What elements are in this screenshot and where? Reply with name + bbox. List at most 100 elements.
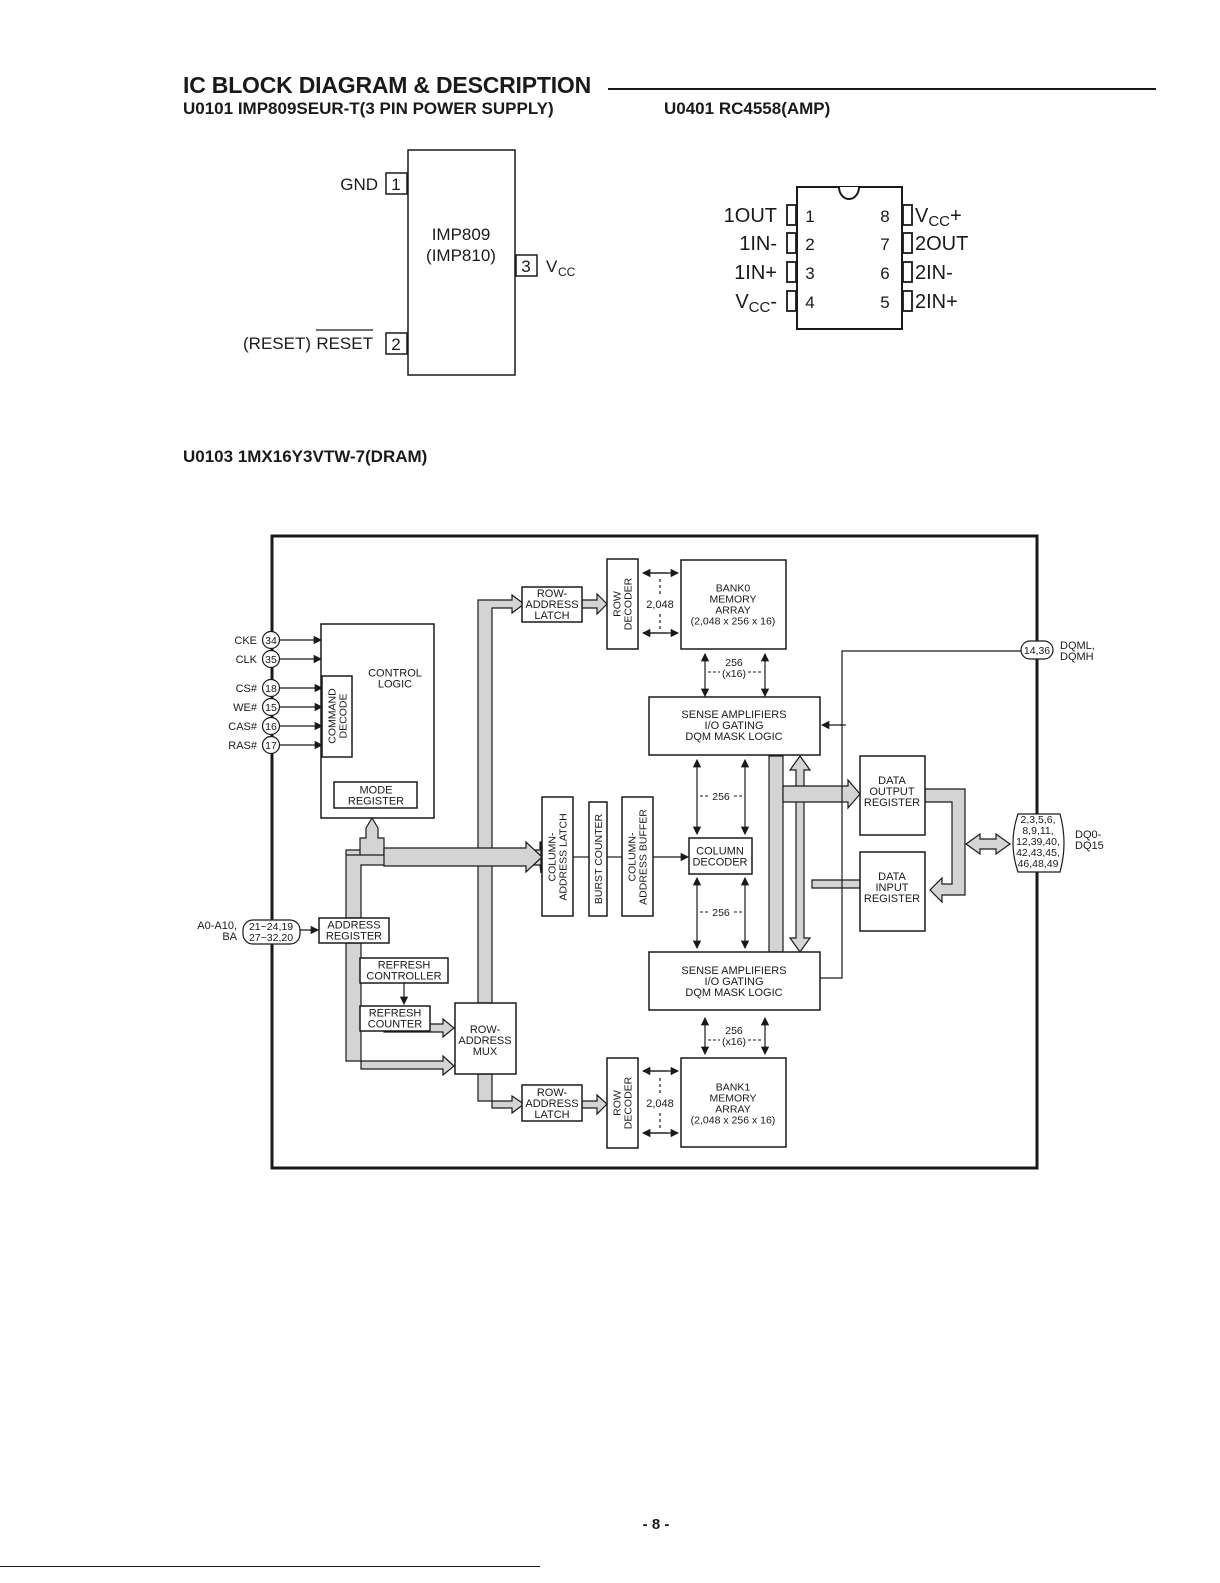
dram-pin-circle xyxy=(261,716,281,736)
dram-pin-number: 15 xyxy=(265,702,277,714)
column-address-buffer-label: ADDRESS BUFFER xyxy=(637,809,649,905)
rc4558-pin-num: 8 xyxy=(880,207,889,226)
column-address-latch-block xyxy=(541,796,574,917)
dq-pin-numbers: 2,3,5,6, xyxy=(1020,814,1055,826)
rc4558-pin-num: 1 xyxy=(805,207,814,226)
dqm-pin-numbers: 14,36 xyxy=(1024,645,1050,657)
mode-register-label: REGISTER xyxy=(348,795,404,807)
refresh-counter-label: REFRESH xyxy=(369,1007,422,1019)
command-decode-label: DECODE xyxy=(337,694,349,739)
sense-amplifiers-label: DQM MASK LOGIC xyxy=(685,731,782,743)
rc4558-pin-6 xyxy=(902,261,913,283)
column-bus-width: 256 xyxy=(712,791,730,803)
bank1-label: MEMORY xyxy=(709,1092,756,1104)
refresh-controller-label: CONTROLLER xyxy=(366,970,441,982)
control-logic-label: CONTROL xyxy=(368,667,422,679)
u0103-heading: U0103 1MX16Y3VTW-7(DRAM) xyxy=(183,447,428,466)
row-address-latch-label: LATCH xyxy=(534,610,569,622)
sense-amplifiers-label: I/O GATING xyxy=(704,976,763,988)
sense-amplifiers-label: SENSE AMPLIFIERS xyxy=(681,965,786,977)
bank0-label: (2,048 x 256 x 16) xyxy=(691,615,776,627)
imp809-pin3-box xyxy=(515,254,538,277)
rc4558-pin-num: 3 xyxy=(805,264,814,283)
imp809-pin1-num: 1 xyxy=(391,175,400,194)
column-bus-width: 256 xyxy=(712,907,730,919)
rc4558-pin-num: 5 xyxy=(880,293,889,312)
row-count-label: 2,048 xyxy=(646,1098,674,1110)
row-address-mux-block xyxy=(454,1002,517,1075)
burst-counter-label-group: BURST COUNTER xyxy=(593,813,605,904)
row-decoder-label: ROW xyxy=(611,591,623,617)
imp809-pin3-sub: CC xyxy=(558,265,576,279)
row-address-latch-label: ROW- xyxy=(537,1087,568,1099)
dram-pin-name-we: WE# xyxy=(233,702,258,714)
column-address-latch-label: ADDRESS LATCH xyxy=(557,813,569,900)
imp809-pin1-box xyxy=(385,172,408,195)
dq-pin-capsule xyxy=(1012,813,1065,873)
control-logic-label: LOGIC xyxy=(378,678,412,690)
dram-pin-name-cas: CAS# xyxy=(228,721,258,733)
burst-counter-block xyxy=(588,801,608,917)
address-pin-name: A0-A10, xyxy=(197,920,237,932)
refresh-controller-block xyxy=(359,957,449,984)
imp809-pin2-box xyxy=(385,332,408,355)
imp809-pin3-num: 3 xyxy=(521,257,530,276)
bank-bus-width: 256 xyxy=(725,1025,743,1037)
imp809-pin2-label: RESET xyxy=(316,334,373,353)
dram-pin-circle xyxy=(261,649,281,669)
bank1-memory-array xyxy=(680,1057,787,1148)
bank-bus-width: 256 xyxy=(725,657,743,669)
dram-pin-number: 18 xyxy=(265,683,277,695)
rc4558-pin-label: VCC+ xyxy=(915,205,962,230)
row-address-latch-label: ROW- xyxy=(537,588,568,600)
row-decoder-label: DECODER xyxy=(622,577,634,630)
bank0-label: MEMORY xyxy=(709,593,756,605)
address-register-label: REGISTER xyxy=(326,930,382,942)
data-input-register-label: DATA xyxy=(878,871,906,883)
data-output-register xyxy=(859,755,926,836)
dram-pin-circle xyxy=(261,697,281,717)
dq-pin-name: DQ15 xyxy=(1075,840,1104,852)
dq-pin-name: DQ0- xyxy=(1075,829,1102,841)
column-decoder-block xyxy=(688,837,753,875)
rc4558-pin-num: 6 xyxy=(880,264,889,283)
column-decoder-label: COLUMN xyxy=(696,845,744,857)
rc4558-pin-num: 2 xyxy=(805,235,814,254)
dqm-pin-name: DQML, xyxy=(1060,640,1095,652)
dram-pin-number: 35 xyxy=(265,654,277,666)
row-latch-to-decoder-bottom xyxy=(581,1093,608,1116)
rc4558-pin-label: 1IN+ xyxy=(734,262,777,284)
address-pin-numbers: 21~24,19 xyxy=(249,921,293,933)
rc4558-pin-8 xyxy=(902,204,913,226)
rc4558-pin-7 xyxy=(902,232,913,254)
imp809-pin3-label: V xyxy=(546,257,558,276)
rc4558-pin-label: 1OUT xyxy=(724,205,777,227)
sense-amplifiers-label: DQM MASK LOGIC xyxy=(685,987,782,999)
dq-pin-numbers: 8,9,11, xyxy=(1022,825,1053,837)
imp809-pin2-num: 2 xyxy=(391,335,400,354)
footer-rule xyxy=(0,1566,540,1567)
rc4558-pin-label: VCC- xyxy=(735,291,777,316)
refresh-counter-block xyxy=(359,1005,431,1032)
rc4558-pin-5 xyxy=(902,290,913,312)
column-address-latch-label-group: COLUMN-ADDRESS LATCH xyxy=(546,813,569,900)
row-address-latch-1-block xyxy=(521,1084,583,1122)
title-divider xyxy=(608,88,1156,90)
sense-amplifiers-top xyxy=(648,696,821,756)
bank-bus-x16: (x16) xyxy=(722,668,746,680)
row-address-mux-label: ROW- xyxy=(470,1024,501,1036)
address-register-block xyxy=(318,917,390,944)
row-latch-bus-bottom xyxy=(477,1073,526,1115)
dq-bidirectional-bus xyxy=(964,832,1012,856)
dram-pin-name-clk: CLK xyxy=(236,654,258,666)
dram-pin-number: 17 xyxy=(265,740,277,752)
data-output-register-label: OUTPUT xyxy=(869,786,915,798)
rc4558-notch xyxy=(838,186,860,200)
imp810-name: (IMP810) xyxy=(426,246,496,265)
